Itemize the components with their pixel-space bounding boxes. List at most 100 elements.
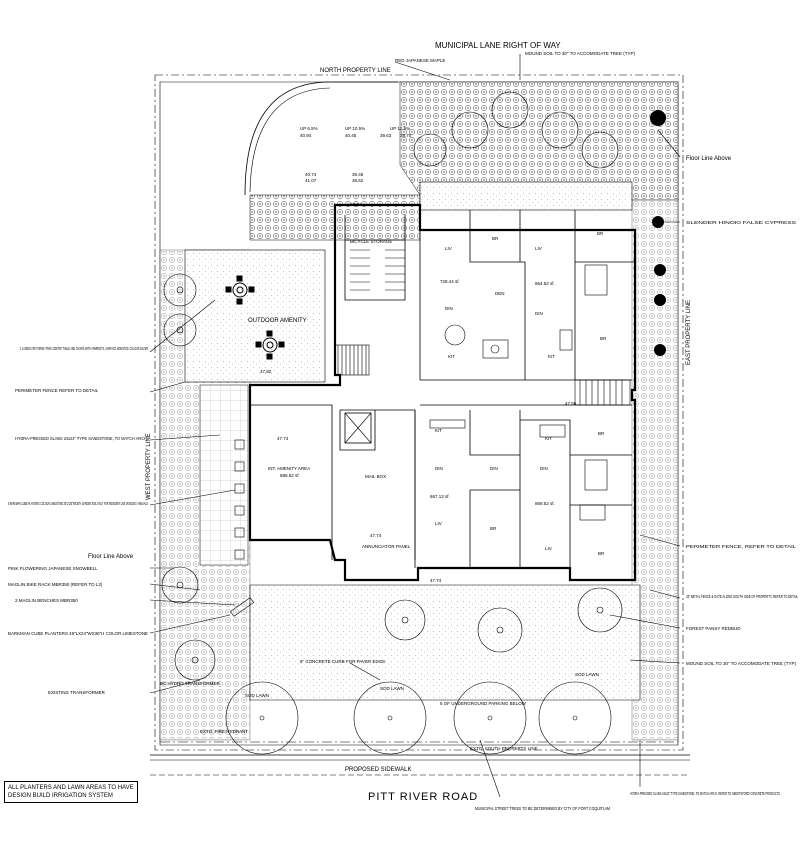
unit-room-label: BR: [598, 551, 605, 556]
outdoor-amenity-label: OUTDOOR AMENITY: [248, 318, 307, 324]
callout-benches: 2 MAGLIN BENCHES MBR350: [15, 598, 78, 603]
mail-box-label: MAIL BOX: [365, 474, 386, 479]
unit-room-label: DIN: [535, 311, 543, 316]
floor-line-above-left: Floor Line Above: [88, 554, 134, 560]
callout-hinoki-cypress: SLENDER HINOKI FALSE CYPRESS: [686, 220, 796, 225]
elevation-marker: 47.56: [565, 401, 577, 406]
elevation-marker: 47.74: [430, 578, 442, 583]
callout-street-trees: MUNICIPAL STREET TREES TO BE DETERMINED …: [475, 806, 610, 811]
callout-redbud: FOREST PANSY REDBUD: [686, 626, 741, 631]
elevation-label: 40.74: [305, 172, 317, 177]
municipal-lane-label: MUNICIPAL LANE RIGHT OF WAY: [435, 41, 561, 50]
south-property-line-label: EXTG. SOUTH PROPERTY LINE: [470, 746, 538, 751]
elevation-label: 39.48: [352, 172, 364, 177]
elevation-label: 40.94: [300, 133, 312, 138]
top-labels: MUNICIPAL LANE RIGHT OF WAY MOUND SOIL T…: [320, 41, 635, 74]
west-property-line-label: WEST PROPERTY LINE: [146, 433, 152, 500]
irrigation-note-text: ALL PLANTERS AND LAWN AREAS TO HAVE DESI…: [8, 785, 134, 799]
amenity-tables: [225, 275, 285, 360]
irrigation-note: ALL PLANTERS AND LAWN AREAS TO HAVE DESI…: [4, 781, 138, 803]
floor-line-above-right: Floor Line Above: [686, 156, 732, 162]
left-callouts: 2 LANDSCAPE FORMS 'PARK CENTRE' TABLE AN…: [8, 346, 220, 695]
callout-cube-planters: 6 BARKMAN CUBE PLANTERS COLOUR LIMESTONE…: [8, 501, 148, 506]
callout-bike-rack: MAGLIN BIKE RACK MBR350 (REFER TO L2): [8, 582, 103, 587]
trees: [161, 91, 666, 755]
north-planting-beds: [159, 81, 679, 741]
elevation-marker: 47.44: [350, 202, 362, 207]
elevation-label: 38.70: [400, 133, 412, 138]
callout-barkman-planters: BARKMAN CUBE PLANTERS 48"LX24"WX36"H COL…: [8, 631, 148, 636]
callout-snowbell: PINK FLOWERING JAPANESE SNOWBELL: [8, 566, 98, 571]
elevation-marker: 47.74: [277, 436, 289, 441]
building: [248, 203, 637, 582]
slope-labels: UP 6.5% UP 10.5% UP 12.5% 40.94 40.45 39…: [300, 126, 412, 183]
elevation-label: 40.45: [345, 133, 357, 138]
fire-hydrant-label: EXTG. FIRE HYDRANT: [200, 729, 248, 734]
int-amenity-label: INT. AMENITY AREA: [268, 466, 310, 471]
north-curved-lawn: [244, 81, 398, 196]
unit-room-label: KIT: [448, 354, 455, 359]
int-amenity-area: 588.52 sf.: [280, 473, 300, 478]
callout-hydra-slabs: HYDRA-PRESSED SLABS 24x24" TYPE SANDSTON…: [15, 436, 148, 441]
unit-room-label: BR: [600, 336, 607, 341]
unit-room-label: DIN: [490, 466, 498, 471]
callout-park-centre-tables: 2 LANDSCAPE FORMS 'PARK CENTRE' TABLE AN…: [20, 346, 148, 351]
annunciator-label: ANNUNCIATOR PANEL: [362, 544, 411, 549]
unit-room-label: LIV: [435, 521, 442, 526]
sod-lawn-label: SOD LAWN: [575, 672, 599, 677]
bc-hydro-label: BC HYDRO TRANSFORMER: [160, 681, 220, 686]
unit-room-label: BR: [597, 231, 604, 236]
street-name-label: PITT RIVER ROAD: [368, 791, 478, 803]
paved-areas: [184, 181, 641, 701]
unit-room-label: KIT: [435, 428, 442, 433]
sidewalk-lines: [150, 741, 690, 776]
unit-room-label: BR: [490, 526, 497, 531]
elevation-label: 39.63: [380, 133, 392, 138]
unit-room-label: LIV: [535, 246, 542, 251]
sod-lawn-label: SOD LAWN: [380, 686, 404, 691]
proposed-sidewalk-label: PROPOSED SIDEWALK: [345, 767, 411, 773]
side-property-lines: WEST PROPERTY LINE EAST PROPERTY LINE: [146, 300, 692, 500]
unit-area-label: 667.13 sf.: [430, 494, 450, 499]
callout-mound-soil: MOUND SOIL TO 30" TO ACCOMODATE TREE (TY…: [686, 661, 796, 666]
unit-room-label: KIT: [548, 354, 555, 359]
leader-lines: [149, 54, 681, 798]
room-labels: OUTDOOR AMENITY BICYCLE STORAGE INT. AME…: [248, 231, 607, 556]
slope-label: UP 12.5%: [390, 126, 410, 131]
unit-room-label: LIV: [445, 246, 452, 251]
elevation-labels: 47.74 47.74 47.44 47.56 47.82 47.74: [260, 202, 577, 583]
parking-below-label: 6 OF UNDERGROUND PARKING BELOW: [440, 701, 527, 706]
callout-metal-fence: 42" METAL FENCE & GATE ALONG SOUTH SIDE …: [686, 594, 798, 599]
unit-area-label: 728.44 sf.: [440, 279, 460, 284]
cube-planters: [230, 439, 254, 617]
callout-hydra-slabs-bottom: HYDRA-PRESSED SLABS 24x24" TYPE SANDSTON…: [630, 791, 780, 796]
unit-room-label: DEN: [495, 291, 505, 296]
mound-soil-top-label: MOUND SOIL TO 30" TO ACCOMODATE TREE (TY…: [525, 51, 635, 56]
east-property-line-label: EAST PROPERTY LINE: [686, 300, 692, 365]
slope-label: UP 10.5%: [345, 126, 365, 131]
unit-room-label: BR: [492, 236, 499, 241]
right-callouts: Floor Line Above SLENDER HINOKI FALSE CY…: [686, 156, 798, 666]
elevation-marker: 47.82: [260, 369, 272, 374]
callout-perimeter-fence-right: PERIMETER FENCE, REFER TO DETAIL: [686, 544, 797, 549]
elevation-marker: 47.74: [370, 533, 382, 538]
callout-perimeter-fence: PERIMETER FENCE REFER TO DETAIL: [15, 388, 99, 393]
unit-room-label: LIV: [545, 546, 552, 551]
bottom-labels: 6" CONCRETE CURB FOR PAVER EDGE SOD LAWN…: [200, 659, 780, 811]
unit-room-label: DIN: [445, 306, 453, 311]
unit-area-label: 869.52 sf.: [535, 501, 555, 506]
bicycle-storage-label: BICYCLE STORAGE: [350, 239, 392, 244]
north-property-line-label: NORTH PROPERTY LINE: [320, 68, 391, 74]
unit-room-label: KIT: [545, 436, 552, 441]
callout-concrete-curb: 6" CONCRETE CURB FOR PAVER EDGE: [300, 659, 385, 664]
unit-area-label: 864.52 sf.: [535, 281, 555, 286]
red-japanese-maple-label: RED JAPANESE MAPLE: [395, 58, 445, 63]
elevation-label: 38.62: [352, 178, 364, 183]
sod-lawn-label: SOD LAWN: [245, 693, 269, 698]
unit-room-label: DIN: [435, 466, 443, 471]
unit-room-label: BR: [598, 431, 605, 436]
slope-label: UP 6.5%: [300, 126, 318, 131]
elevation-label: 41.07: [305, 178, 317, 183]
existing-transformer-label: EXISTING TRANSFORMER: [48, 690, 106, 695]
